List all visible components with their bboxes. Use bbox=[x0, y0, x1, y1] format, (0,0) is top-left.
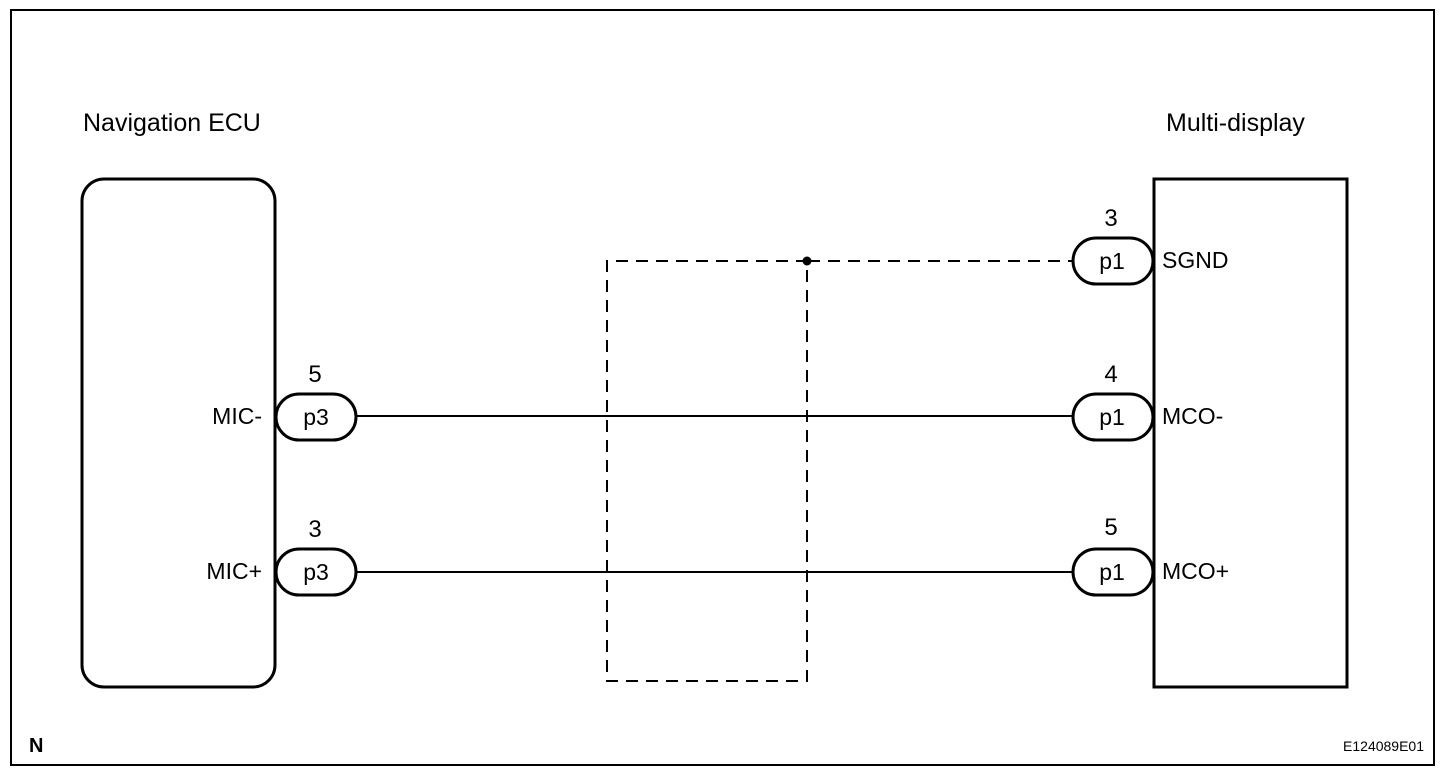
signal-label: MCO- bbox=[1162, 403, 1223, 429]
pin-number: 4 bbox=[1104, 361, 1117, 388]
signal-label: MIC+ bbox=[206, 558, 262, 584]
pin-mco-minus: 4 p1 MCO- bbox=[1071, 361, 1223, 442]
corner-mark: N bbox=[29, 735, 43, 757]
pin-number: 5 bbox=[1104, 514, 1117, 541]
pin-number: 5 bbox=[308, 361, 321, 388]
pin-mic-minus: 5 p3 MIC- bbox=[212, 361, 358, 442]
multi-display-body bbox=[1152, 177, 1349, 689]
navigation-ecu-body bbox=[80, 177, 277, 689]
pin-sgnd: 3 p1 SGND bbox=[1071, 205, 1228, 286]
connector-label: p1 bbox=[1099, 404, 1125, 430]
connector-pill bbox=[1071, 547, 1155, 597]
shield-dashed-box bbox=[606, 256, 1074, 682]
connector-label: p1 bbox=[1099, 248, 1125, 274]
signal-label: MIC- bbox=[212, 403, 262, 429]
navigation-ecu-title: Navigation ECU bbox=[83, 109, 261, 137]
connector-pill bbox=[1071, 392, 1155, 442]
pin-mic-plus: 3 p3 MIC+ bbox=[206, 516, 358, 597]
connector-label: p3 bbox=[303, 559, 329, 585]
connector-pill bbox=[274, 547, 358, 597]
figure-code: E124089E01 bbox=[1343, 738, 1424, 754]
connector-pill bbox=[1071, 236, 1155, 286]
multi-display-title: Multi-display bbox=[1166, 109, 1305, 137]
shield-junction-dot bbox=[802, 256, 812, 266]
diagram-frame bbox=[10, 9, 1435, 766]
pin-number: 3 bbox=[1104, 205, 1117, 232]
signal-label: SGND bbox=[1162, 247, 1228, 273]
pin-mco-plus: 5 p1 MCO+ bbox=[1071, 514, 1229, 597]
connector-label: p3 bbox=[303, 404, 329, 430]
connector-pill bbox=[274, 392, 358, 442]
pin-number: 3 bbox=[308, 516, 321, 543]
connector-label: p1 bbox=[1099, 559, 1125, 585]
signal-label: MCO+ bbox=[1162, 558, 1229, 584]
